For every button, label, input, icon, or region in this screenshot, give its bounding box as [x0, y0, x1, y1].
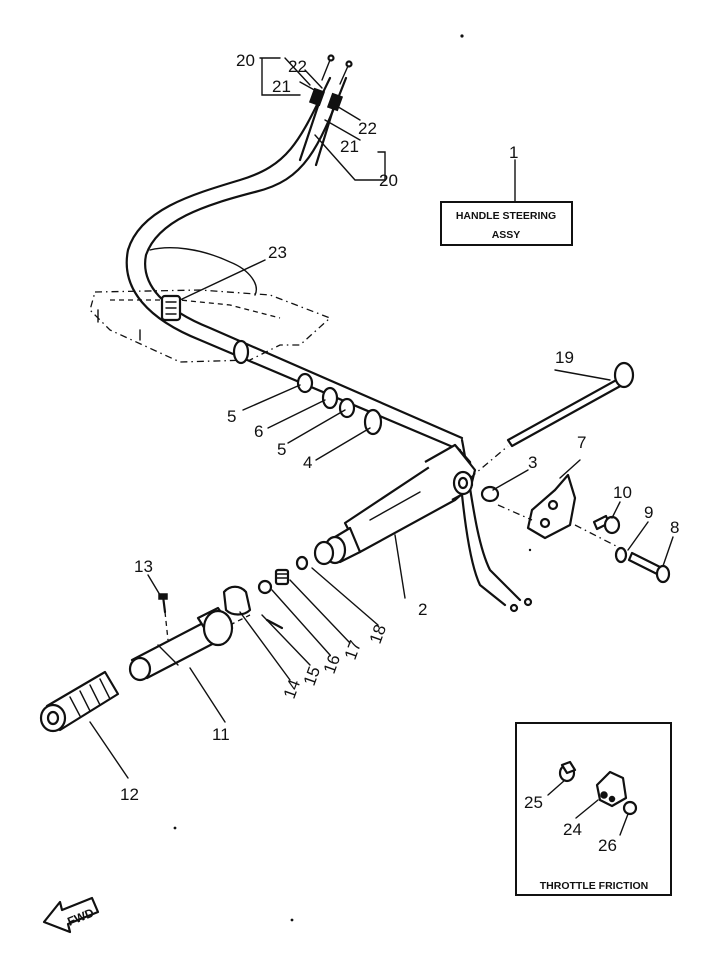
label-17: 17	[341, 638, 365, 662]
bolt-8	[627, 551, 671, 584]
label-3: 3	[528, 453, 537, 472]
throttle-friction-box: 25 24 26 THROTTLE FRICTION	[515, 722, 672, 896]
label-19: 19	[555, 348, 574, 367]
label-9: 9	[644, 503, 653, 522]
friction-bracket	[497, 473, 621, 549]
throttle-grip	[39, 670, 120, 733]
label-12: 12	[120, 785, 139, 804]
cable-grommet	[160, 294, 182, 322]
label-7: 7	[577, 433, 586, 452]
part-numbers: 1 2 3 4 5 5 6 7 8 9 10 11 12 13 14 15 16…	[120, 51, 679, 804]
label-26: 26	[598, 836, 617, 855]
label-22a: 22	[288, 57, 307, 76]
screw-small	[265, 618, 284, 630]
steering-handle-arm	[313, 443, 477, 566]
pivot-bolt	[469, 361, 635, 479]
washer-9	[614, 546, 628, 564]
label-23: 23	[268, 243, 287, 262]
label-13: 13	[134, 557, 153, 576]
label-11: 11	[212, 725, 230, 744]
label-8: 8	[670, 518, 679, 537]
fwd-arrow: FWD	[42, 896, 100, 934]
leader-lines	[89, 57, 674, 779]
screw-13	[158, 593, 168, 614]
nut-15	[257, 579, 273, 595]
label-22b: 22	[358, 119, 377, 138]
friction-piece	[222, 585, 252, 626]
label-6: 6	[254, 422, 263, 441]
handle-steering-box: HANDLE STEERING ASSY	[440, 201, 573, 246]
washer-3	[480, 485, 500, 503]
handle-steering-line2: ASSY	[492, 229, 521, 241]
friction-inset-parts	[547, 760, 638, 836]
label-21a: 21	[272, 77, 291, 96]
label-4: 4	[303, 453, 312, 472]
throttle-shaft	[128, 606, 234, 682]
label-21b: 21	[340, 137, 359, 156]
cowl-outline	[89, 247, 332, 363]
bolt-10	[592, 514, 621, 535]
handle-steering-line1: HANDLE STEERING	[456, 210, 556, 222]
label-25: 25	[524, 793, 543, 812]
label-10: 10	[613, 483, 632, 502]
washer-18	[295, 555, 309, 571]
label-20a: 20	[236, 51, 255, 70]
label-2: 2	[418, 600, 427, 619]
throttle-friction-title: THROTTLE FRICTION	[540, 880, 649, 892]
throttle-cables	[125, 54, 533, 613]
shaft-washers	[232, 339, 383, 436]
spring-16	[274, 568, 290, 586]
label-5a: 5	[227, 407, 236, 426]
label-24: 24	[563, 820, 582, 839]
label-1: 1	[509, 143, 518, 162]
label-20b: 20	[379, 171, 398, 190]
label-5b: 5	[277, 440, 286, 459]
label-18: 18	[366, 622, 390, 646]
